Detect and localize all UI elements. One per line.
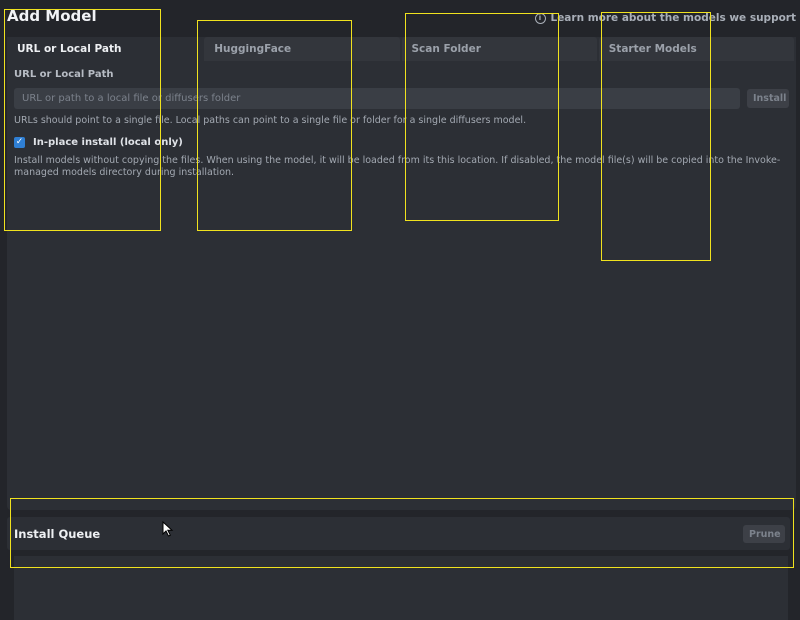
tab-label: URL or Local Path — [17, 43, 122, 55]
page-title: Add Model — [7, 7, 97, 25]
install-queue-header: Install Queue Prune — [7, 517, 790, 550]
tab-label: HuggingFace — [214, 43, 292, 55]
inplace-install-checkbox[interactable]: ✓ — [14, 137, 25, 148]
tab-list: URL or Local Path HuggingFace Scan Folde… — [7, 37, 796, 61]
inplace-install-description: Install models without copying the files… — [14, 155, 781, 178]
prune-button[interactable]: Prune — [743, 525, 785, 543]
tab-label: Scan Folder — [411, 43, 481, 55]
install-button[interactable]: Install — [747, 89, 789, 108]
install-queue-list — [14, 556, 788, 620]
tab-url-or-local-path[interactable]: URL or Local Path — [7, 37, 203, 61]
learn-more-link[interactable]: i Learn more about the models we support — [534, 12, 797, 24]
tab-huggingface[interactable]: HuggingFace — [204, 37, 400, 61]
info-icon: i — [534, 12, 546, 24]
url-hint-text: URLs should point to a single file. Loca… — [14, 115, 527, 126]
tab-starter-models[interactable]: Starter Models — [598, 37, 794, 61]
install-queue-title: Install Queue — [14, 527, 101, 541]
tab-label: Starter Models — [608, 43, 697, 55]
url-input[interactable] — [14, 88, 740, 109]
inplace-install-label: In-place install (local only) — [33, 137, 183, 148]
tab-scan-folder[interactable]: Scan Folder — [401, 37, 597, 61]
add-model-panel: URL or Local Path HuggingFace Scan Folde… — [7, 37, 796, 510]
inplace-install-row: ✓ In-place install (local only) — [14, 137, 183, 148]
url-field-label: URL or Local Path — [14, 69, 114, 80]
learn-more-label: Learn more about the models we support — [550, 12, 797, 24]
